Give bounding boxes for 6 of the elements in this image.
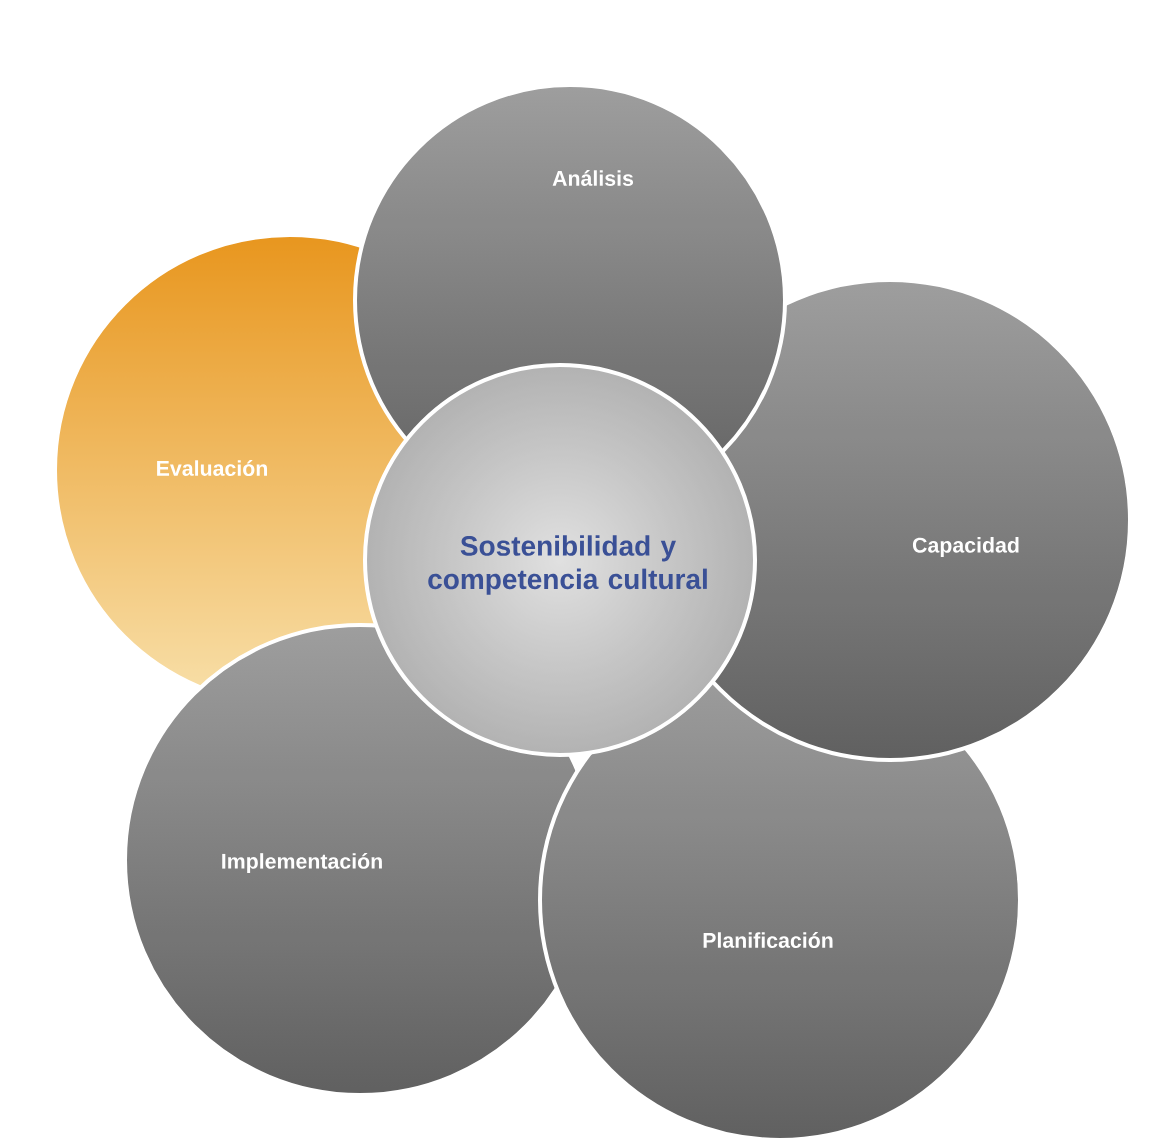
petal-label: Capacidad bbox=[912, 537, 1019, 557]
petal-label: Análisis bbox=[552, 170, 634, 186]
petal-label: Planificación bbox=[703, 932, 833, 948]
petal-label: Evaluación bbox=[157, 460, 267, 476]
centre-label: Sostenibilidad y competencia cultural bbox=[428, 535, 707, 595]
petal-label: Implementación bbox=[222, 852, 382, 874]
